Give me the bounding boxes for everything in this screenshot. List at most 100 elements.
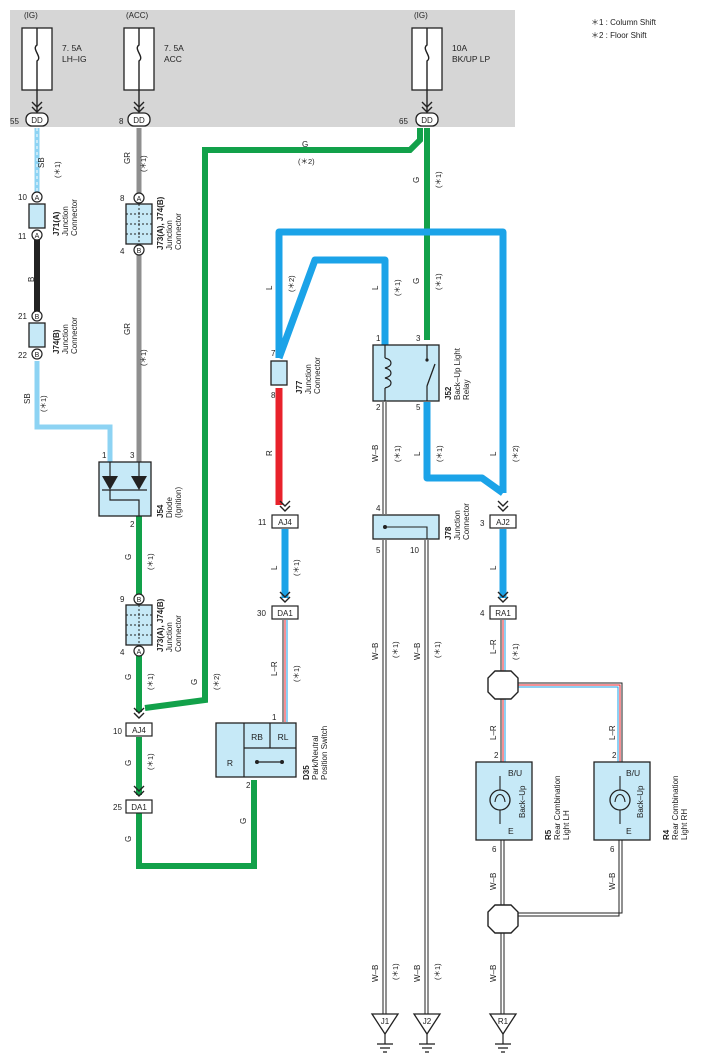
ground-j2: J2: [412, 1013, 442, 1053]
legend-note-2: ＊2 : Floor Shift: [591, 31, 647, 40]
label-note1-lr-d35: (＊1): [292, 665, 301, 682]
label-lr-r5: L–R: [489, 725, 498, 740]
svg-text:DA1: DA1: [131, 803, 147, 812]
junction-j73-upper: 8 A B 4 J73(A), J74(B) Junction Connecto…: [120, 192, 183, 256]
connector-dd-55: 55 DD: [10, 112, 49, 127]
connector-aj4-mid: 11 AJ4: [258, 500, 299, 529]
label-wb-relay: W–B: [371, 445, 380, 462]
connector-dd-65: 65 DD: [399, 112, 439, 127]
svg-text:E: E: [626, 826, 632, 836]
label-gr-1: GR: [123, 152, 132, 164]
label-b: B: [27, 277, 36, 282]
svg-text:(IG): (IG): [414, 11, 428, 20]
label-note1-l-inner: (＊1): [393, 279, 402, 296]
label-g-da1: G: [124, 760, 133, 766]
rear-combination-light-lh-r5: 2 B/U Back–Up E 6 R5 Rear Combination Li…: [475, 751, 571, 854]
label-wb-j2-bottom: W–B: [413, 965, 422, 982]
label-l-inner: L: [371, 285, 380, 290]
connector-aj4-left: 10 AJ4: [113, 707, 153, 737]
svg-text:Diode: Diode: [165, 497, 174, 518]
svg-text:R5: R5: [544, 829, 553, 840]
svg-text:Connector: Connector: [174, 615, 183, 652]
svg-text:(ACC): (ACC): [126, 11, 149, 20]
label-lr-r4: L–R: [608, 725, 617, 740]
svg-text:55: 55: [10, 117, 19, 126]
svg-text:Back–Up Light: Back–Up Light: [453, 347, 462, 400]
svg-text:J52: J52: [444, 386, 453, 400]
svg-text:Junction: Junction: [453, 510, 462, 540]
svg-text:9: 9: [120, 595, 125, 604]
svg-text:DD: DD: [133, 116, 145, 125]
svg-text:Junction: Junction: [61, 324, 70, 354]
svg-text:Back–Up: Back–Up: [636, 785, 645, 818]
svg-text:Connector: Connector: [70, 199, 79, 236]
wire-g-floor-shift: [144, 128, 423, 711]
label-note1-l-relay-out: (＊1): [435, 445, 444, 462]
label-sb-2: SB: [23, 393, 32, 404]
wire-lr-lamps: [500, 620, 623, 765]
label-note1-wb-j2b: (＊1): [433, 963, 442, 980]
svg-text:Connector: Connector: [174, 213, 183, 250]
svg-text:J73(A), J74(B): J73(A), J74(B): [156, 598, 165, 652]
rear-combination-light-rh-r4: 2 B/U Back–Up E 6 R4 Rear Combination Li…: [593, 751, 689, 854]
svg-text:10A: 10A: [452, 43, 467, 53]
svg-text:Junction: Junction: [304, 364, 313, 394]
svg-text:AJ4: AJ4: [278, 518, 292, 527]
svg-text:11: 11: [258, 518, 267, 527]
fuse-bk-up-lp: (IG) 10A BK/UP LP: [411, 11, 490, 113]
label-note2-g-floor: (＊2): [212, 673, 221, 690]
label-l-ra1: L: [489, 565, 498, 570]
park-neutral-switch-d35: 1 RB RL R 2 D35 Park/Neutral Position Sw…: [215, 713, 329, 790]
wire-sb-2: [34, 361, 113, 462]
svg-text:A: A: [35, 195, 40, 202]
label-gr-2: GR: [123, 323, 132, 335]
svg-text:AJ2: AJ2: [496, 518, 510, 527]
svg-text:2: 2: [494, 751, 499, 760]
svg-text:B: B: [35, 352, 40, 359]
svg-text:(IG): (IG): [24, 11, 38, 20]
diode-j54: 1 3 2 J54 Diode (Ignition): [98, 451, 183, 529]
svg-text:RB: RB: [251, 732, 263, 742]
svg-text:Position Switch: Position Switch: [320, 726, 329, 780]
wire-l-inner: [275, 256, 389, 360]
ground-r1: R1: [488, 1013, 518, 1053]
svg-text:R1: R1: [498, 1017, 509, 1026]
svg-text:B: B: [137, 248, 142, 255]
connector-aj2: 3 AJ2: [480, 500, 517, 529]
svg-text:A: A: [137, 196, 142, 203]
svg-text:6: 6: [492, 845, 497, 854]
svg-text:AJ4: AJ4: [132, 726, 146, 735]
label-note1-sb: (＊1): [53, 161, 62, 178]
svg-text:D35: D35: [302, 765, 311, 780]
svg-text:J78: J78: [444, 526, 453, 540]
label-l-outer: L: [265, 285, 274, 290]
svg-text:30: 30: [257, 609, 266, 618]
svg-text:J1: J1: [381, 1017, 390, 1026]
svg-text:J54: J54: [156, 504, 165, 518]
label-wb-r5: W–B: [489, 873, 498, 890]
label-g-bottom: G: [124, 836, 133, 842]
svg-text:10: 10: [410, 546, 419, 555]
svg-text:8: 8: [120, 194, 125, 203]
label-note1-l-da1: (＊1): [292, 559, 301, 576]
svg-text:A: A: [137, 649, 142, 656]
junction-j71: 10 A A 11 J71(A) Junction Connector: [18, 191, 79, 241]
svg-text:7. 5A: 7. 5A: [164, 43, 184, 53]
svg-text:4: 4: [376, 504, 381, 513]
svg-text:DD: DD: [31, 116, 43, 125]
label-note1-lr-ra1: (＊1): [511, 643, 520, 660]
label-l-da1: L: [270, 565, 279, 570]
svg-text:ACC: ACC: [164, 54, 182, 64]
svg-text:7. 5A: 7. 5A: [62, 43, 82, 53]
label-note1-wb-j2: (＊1): [433, 641, 442, 658]
label-wb-r4: W–B: [608, 873, 617, 890]
svg-text:5: 5: [376, 546, 381, 555]
svg-text:Junction: Junction: [61, 206, 70, 236]
label-note1-g3: (＊1): [146, 753, 155, 770]
splice-junction-bottom: [487, 904, 519, 934]
label-wb-j1-bottom: W–B: [371, 965, 380, 982]
svg-text:Connector: Connector: [462, 503, 471, 540]
label-note1-wb-j1b: (＊1): [391, 963, 400, 980]
svg-text:21: 21: [18, 312, 27, 321]
svg-text:J77: J77: [295, 380, 304, 394]
